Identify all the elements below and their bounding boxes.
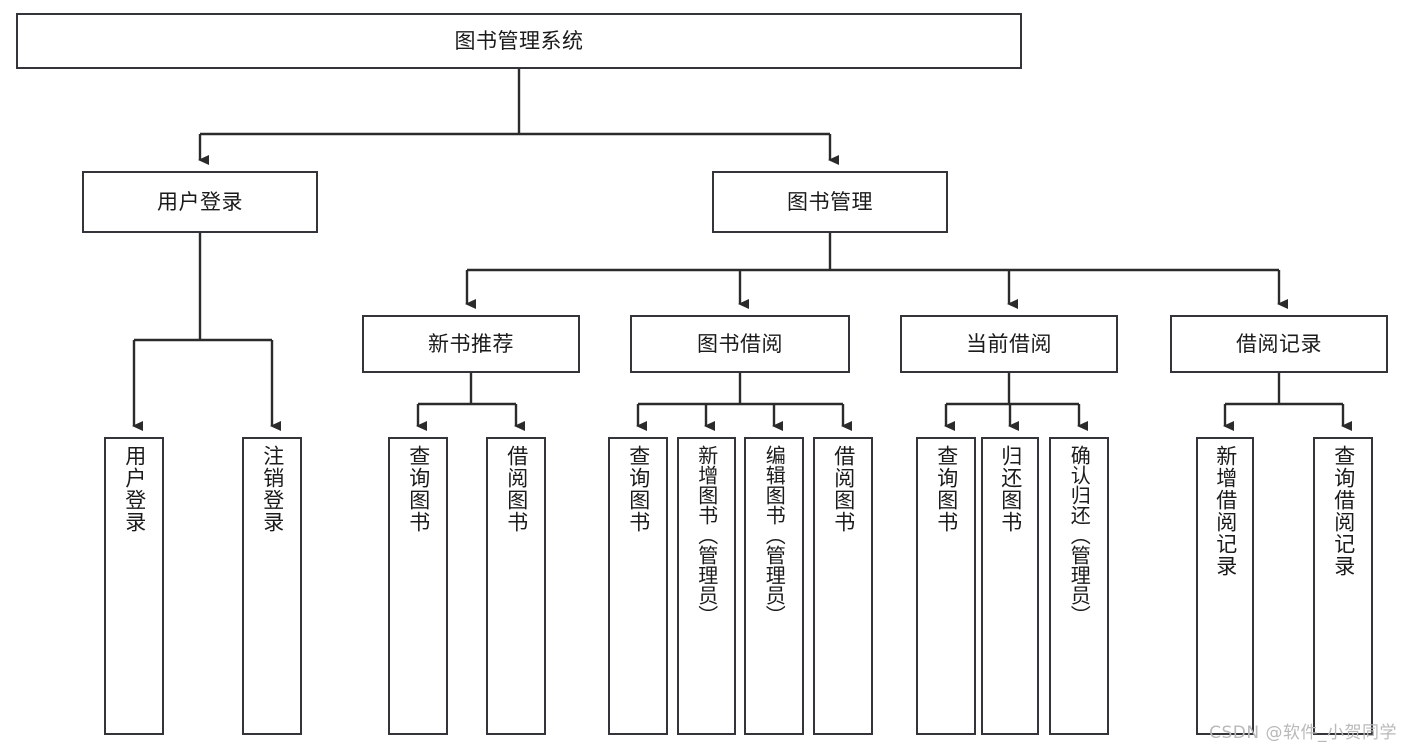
- wire-userlogin-to-leaves: [132, 233, 281, 431]
- leaf-query-book-recommend[interactable]: 查询图书: [388, 437, 448, 735]
- leaf-query-book-borrow[interactable]: 查询图书: [608, 437, 668, 735]
- leaf-borrow-book[interactable]: 借阅图书: [813, 437, 873, 735]
- leaf-edit-book-admin[interactable]: 编辑图书（管理员）: [744, 437, 804, 735]
- node-root-system[interactable]: 图书管理系统: [16, 13, 1022, 69]
- node-label: 用户登录: [122, 445, 147, 533]
- node-label: 借阅图书: [504, 445, 529, 533]
- node-user-login[interactable]: 用户登录: [82, 171, 318, 233]
- node-label: 新增借阅记录: [1213, 445, 1238, 577]
- wire-borrowrecord-to-leaves: [1223, 373, 1352, 431]
- node-label: 归还图书: [998, 445, 1023, 533]
- wire-root-to-level2: [198, 69, 839, 165]
- node-label: 查询图书: [934, 445, 959, 533]
- node-label: 查询借阅记录: [1331, 445, 1356, 577]
- node-label: 编辑图书（管理员）: [762, 445, 787, 625]
- node-label: 新书推荐: [428, 331, 514, 356]
- node-book-manage[interactable]: 图书管理: [712, 171, 948, 233]
- watermark: CSDN @软件_小贺同学: [1209, 723, 1397, 743]
- node-label: 查询图书: [406, 445, 431, 533]
- leaf-query-borrow-record[interactable]: 查询借阅记录: [1313, 437, 1373, 735]
- leaf-borrow-book-recommend[interactable]: 借阅图书: [486, 437, 546, 735]
- node-label: 借阅图书: [831, 445, 856, 533]
- node-book-borrow[interactable]: 图书借阅: [630, 315, 850, 373]
- leaf-query-book-current[interactable]: 查询图书: [916, 437, 976, 735]
- wire-bookborrow-to-leaves: [636, 373, 852, 431]
- node-label: 用户登录: [157, 189, 243, 214]
- node-current-borrow[interactable]: 当前借阅: [900, 315, 1118, 373]
- wire-bookmanage-to-level3: [465, 233, 1288, 309]
- leaf-add-borrow-record[interactable]: 新增借阅记录: [1196, 437, 1254, 735]
- node-label: 图书管理: [787, 189, 873, 214]
- wire-currentborrow-to-leaves: [944, 373, 1088, 431]
- node-label: 当前借阅: [966, 331, 1052, 356]
- wire-newbookrec-to-leaves: [416, 373, 525, 431]
- node-label: 图书借阅: [697, 331, 783, 356]
- node-label: 注销登录: [260, 445, 285, 533]
- node-label: 借阅记录: [1236, 331, 1322, 356]
- node-label: 图书管理系统: [454, 28, 584, 53]
- node-new-book-recommend[interactable]: 新书推荐: [362, 315, 580, 373]
- leaf-confirm-return-admin[interactable]: 确认归还（管理员）: [1049, 437, 1109, 735]
- leaf-user-logout[interactable]: 注销登录: [242, 437, 302, 735]
- node-label: 查询图书: [626, 445, 651, 533]
- leaf-user-login[interactable]: 用户登录: [104, 437, 164, 735]
- node-label: 新增图书（管理员）: [694, 445, 719, 625]
- node-borrow-record[interactable]: 借阅记录: [1170, 315, 1388, 373]
- leaf-add-book-admin[interactable]: 新增图书（管理员）: [677, 437, 736, 735]
- node-label: 确认归还（管理员）: [1067, 445, 1092, 625]
- leaf-return-book[interactable]: 归还图书: [981, 437, 1039, 735]
